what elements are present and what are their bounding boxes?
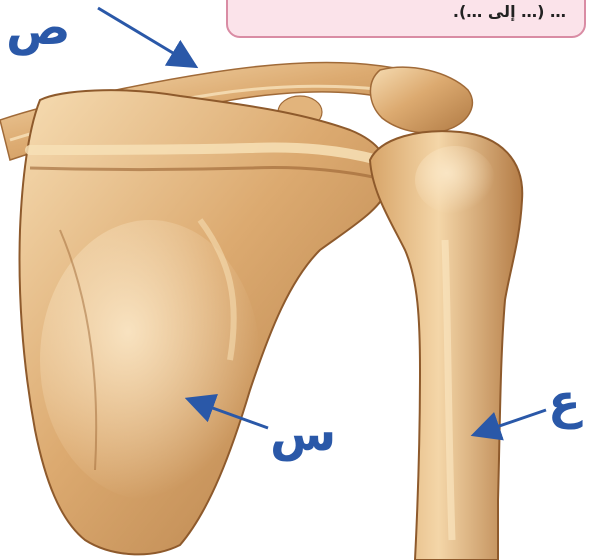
humerus-label: ع (548, 378, 581, 426)
clavicle-label: ص (6, 4, 71, 52)
scapula-bone (20, 90, 389, 554)
arrow-to-clavicle (98, 8, 188, 62)
question-callout: … (… إلى …). (226, 0, 586, 38)
scapula-label: س (270, 410, 336, 458)
callout-text: … (… إلى …). (453, 2, 566, 21)
humerus-bone (370, 131, 522, 560)
